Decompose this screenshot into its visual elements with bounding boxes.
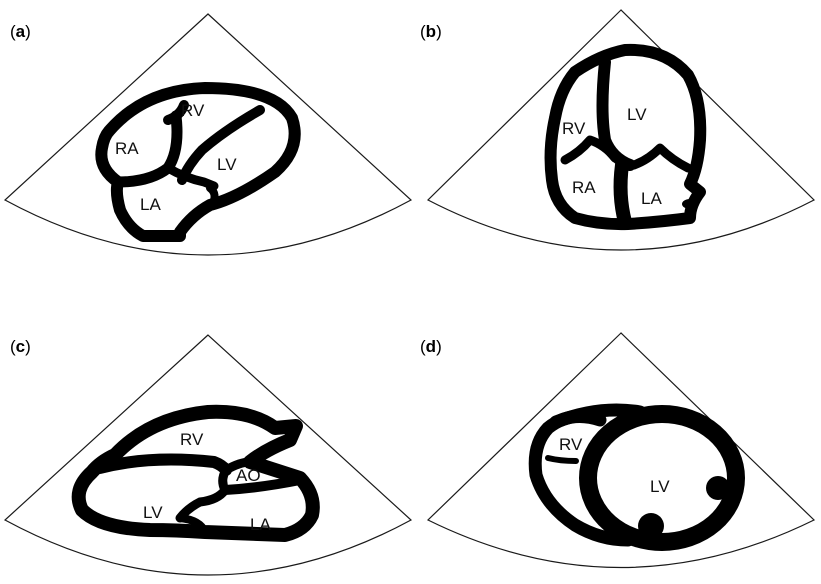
panel-d-tricuspid-leaflet xyxy=(548,458,576,461)
panel-d-label-lv: LV xyxy=(650,477,670,496)
panel-d-label-rv: RV xyxy=(559,435,583,454)
panel-b-label-la: LA xyxy=(641,189,662,208)
panel-b-label-ra: RA xyxy=(572,178,596,197)
panel-d-papillary-muscle-2 xyxy=(638,513,664,539)
panel-a-label: (a) xyxy=(10,22,31,41)
panel-c-label-la: LA xyxy=(250,515,271,534)
panel-a-label-rv: RV xyxy=(181,101,205,120)
panel-a-label-la: LA xyxy=(140,195,161,214)
panel-b-pulmonary-vein xyxy=(682,199,698,209)
panel-a: (a) RV RA LV LA xyxy=(5,14,411,255)
panel-b-label: (b) xyxy=(420,22,442,41)
panel-c-label-lv: LV xyxy=(143,503,163,522)
panel-b-label-rv: RV xyxy=(562,119,586,138)
panel-d-label: (d) xyxy=(420,337,442,356)
panel-b-label-lv: LV xyxy=(627,105,647,124)
panel-a-label-lv: LV xyxy=(217,155,237,174)
panel-c-label-rv: RV xyxy=(180,430,204,449)
panel-b-interatrial-septum xyxy=(621,165,625,222)
panel-a-pulmonary-vein xyxy=(155,231,165,241)
panel-d: (d) RV LV xyxy=(420,333,814,568)
panel-d-papillary-muscle-1 xyxy=(706,476,730,500)
panel-a-mitral-leaflet xyxy=(210,188,215,205)
panel-c-label-ao: AO xyxy=(236,466,261,485)
panel-c-label: (c) xyxy=(10,337,31,356)
panel-c: (c) RV AO LV LA xyxy=(5,335,411,575)
panel-a-label-ra: RA xyxy=(115,139,139,158)
panel-b: (b) LV RV RA LA xyxy=(420,10,814,250)
